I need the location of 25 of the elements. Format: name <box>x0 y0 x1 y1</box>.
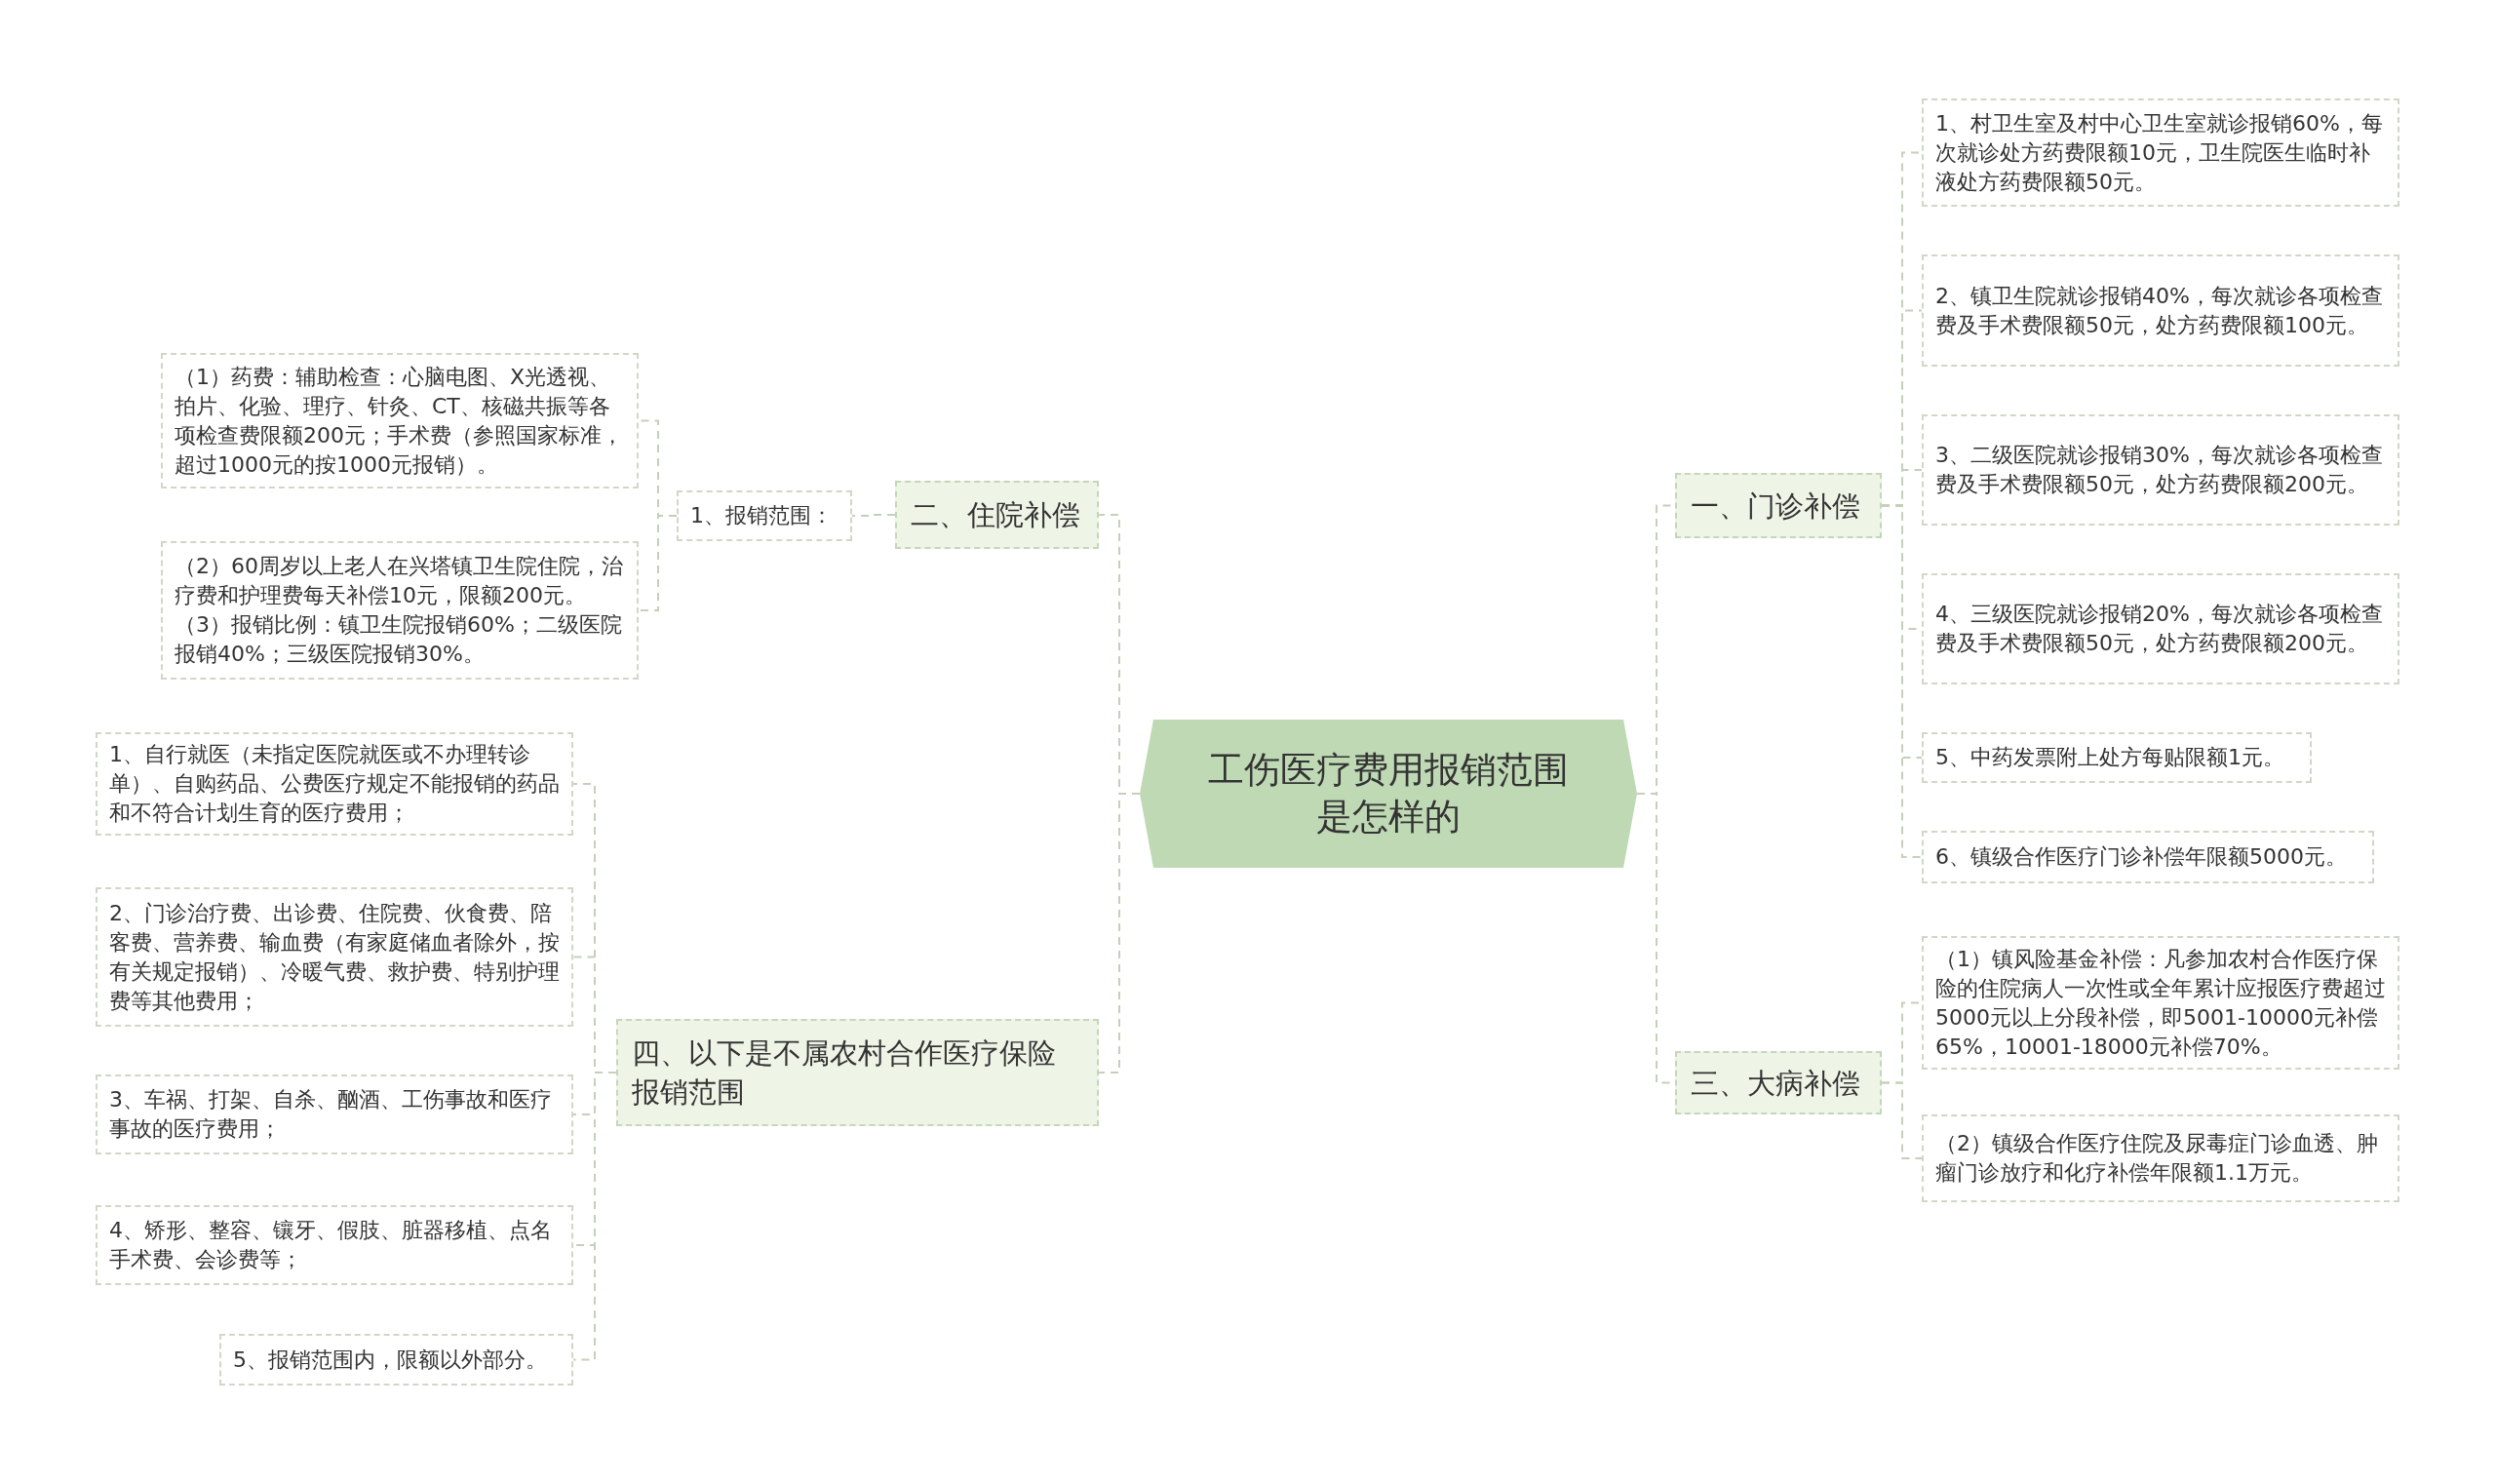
branch-topic-box: 一、门诊补偿 <box>1675 473 1882 538</box>
detail-box: 4、三级医院就诊报销20%，每次就诊各项检查费及手术费限额50元，处方药费限额200元。 <box>1922 573 2399 684</box>
branch-topic-box: 二、住院补偿 <box>895 481 1099 549</box>
detail-box: 5、报销范围内，限额以外部分。 <box>219 1334 573 1386</box>
connector-line <box>638 515 678 611</box>
detail-box: 4、矫形、整容、镶牙、假肢、脏器移植、点名手术费、会诊费等； <box>96 1205 573 1285</box>
detail-box: （1）镇风险基金补偿：凡参加农村合作医疗保险的住院病人一次性或全年累计应报医疗费超过5000元以上分段补偿，即5001-10000元补偿65%，10001-18000元补偿70%。 <box>1922 936 2399 1070</box>
branch-topic-box: 四、以下是不属农村合作医疗保险报销范围 <box>616 1019 1099 1126</box>
connector-line <box>572 1072 617 1361</box>
detail-box: 1、村卫生室及村中心卫生室就诊报销60%，每次就诊处方药费限额10元，卫生院医生临时补液处方药费限额50元。 <box>1922 98 2399 207</box>
detail-box: 6、镇级合作医疗门诊补偿年限额5000元。 <box>1922 831 2374 883</box>
detail-box: 3、车祸、打架、自杀、酗酒、工伤事故和医疗事故的医疗费用； <box>96 1074 573 1154</box>
branch-topic-box: 三、大病补偿 <box>1675 1051 1882 1114</box>
connector-line <box>1881 1081 1923 1159</box>
detail-box: （2）60周岁以上老人在兴塔镇卫生院住院，治疗费和护理费每天补偿10元，限额200元。（3）报销比例：镇卫生院报销60%；二级医院报销40%；三级医院报销30%。 <box>161 541 639 680</box>
detail-box: 2、门诊治疗费、出诊费、住院费、伙食费、陪客费、营养费、输血费（有家庭储血者除外，按有关规定报销）、冷暖气费、救护费、特别护理费等其他费用； <box>96 887 573 1027</box>
detail-box: （1）药费：辅助检查：心脑电图、X光透视、拍片、化验、理疗、针灸、CT、核磁共振等各项检查费限额200元；手术费（参照国家标准，超过1000元的按1000元报销）。 <box>161 353 639 488</box>
connector-line <box>1098 793 1141 1074</box>
connector-line <box>851 514 896 517</box>
detail-box: 1、自行就医（未指定医院就医或不办理转诊单）、自购药品、公费医疗规定不能报销的药品和不符合计划生育的医疗费用； <box>96 732 573 836</box>
detail-box: 5、中药发票附上处方每贴限额1元。 <box>1922 732 2312 783</box>
detail-box: （2）镇级合作医疗住院及尿毒症门诊血透、肿瘤门诊放疗和化疗补偿年限额1.1万元。 <box>1922 1114 2399 1202</box>
detail-box: 1、报销范围： <box>677 490 852 541</box>
detail-box: 2、镇卫生院就诊报销40%，每次就诊各项检查费及手术费限额50元，处方药费限额100元。 <box>1922 254 2399 367</box>
detail-box: 3、二级医院就诊报销30%，每次就诊各项检查费及手术费限额50元，处方药费限额200元。 <box>1922 414 2399 526</box>
